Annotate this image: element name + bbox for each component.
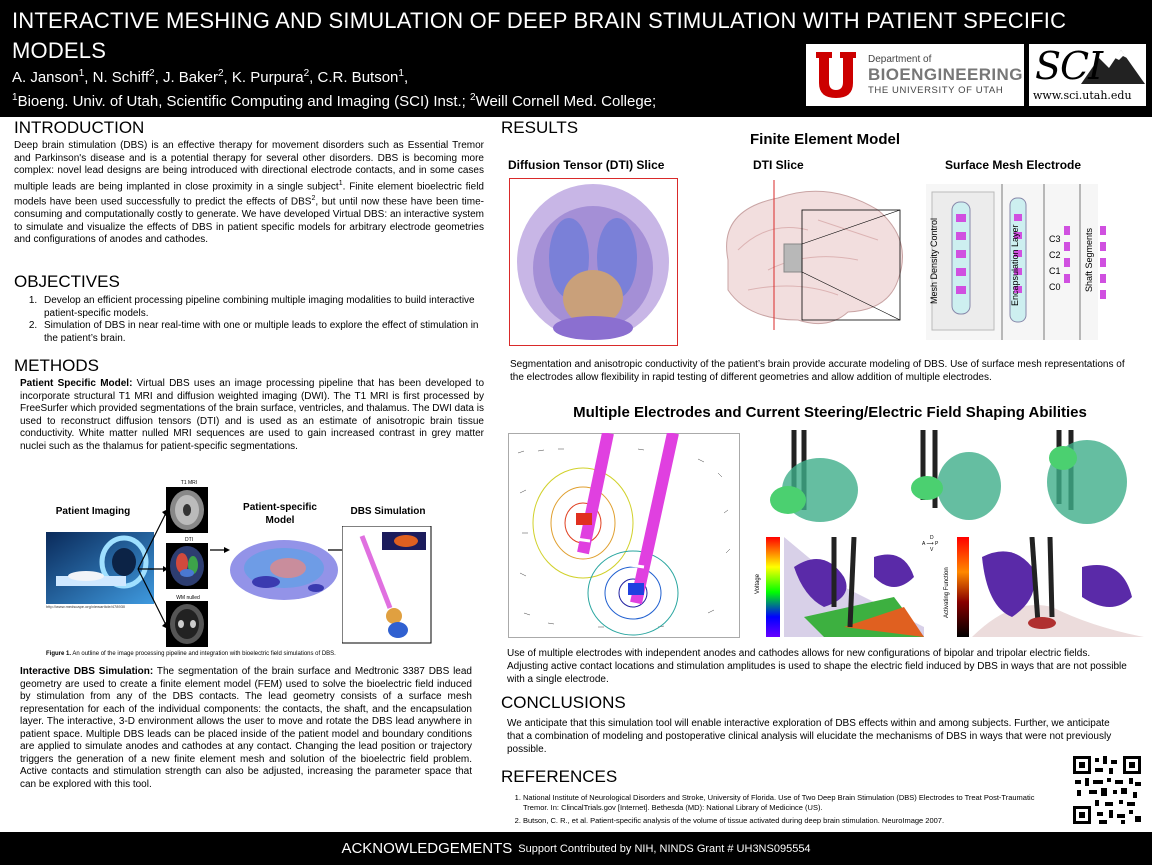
wm-nulled-label: WM nulled	[176, 595, 200, 601]
acknowledgements-text: Support Contributed by NIH, NINDS Grant …	[518, 842, 811, 855]
qr-code-icon[interactable]	[1071, 754, 1143, 826]
patient-imaging-label: Patient Imaging	[55, 506, 131, 517]
contact-labels: C3 C2 C1 C0	[1049, 234, 1061, 292]
introduction-text: Deep brain stimulation (DBS) is an effec…	[14, 140, 484, 246]
voltage-label: Voltage	[755, 573, 761, 594]
activating-function-render	[972, 537, 1144, 637]
voltage-colorbar	[766, 537, 780, 637]
objectives-list: Develop an efficient processing pipeline…	[40, 295, 484, 345]
author: A. Janson	[12, 69, 79, 86]
multi-electrode-caption: Use of multiple electrodes with independ…	[507, 648, 1127, 685]
list-item: National Institute of Neurological Disor…	[523, 793, 1053, 813]
author: N. Schiff	[92, 69, 150, 86]
t1-mri-image	[166, 487, 208, 533]
sci-institute-logo: SCI www.sci.utah.edu	[1029, 44, 1146, 106]
field-shape-panel-3	[1025, 430, 1145, 532]
list-item: Simulation of DBS in near real-time with…	[40, 320, 484, 345]
image-source-url: http://www.medscape.org/viewarticle/4789…	[46, 604, 126, 609]
objectives-section: OBJECTIVES Develop an efficient processi…	[14, 272, 484, 345]
patient-specific-model-label: Patient-specific Model	[243, 502, 317, 526]
mesh-density-label: Mesh Density Control	[929, 217, 939, 304]
block-u-icon	[816, 52, 856, 98]
dti-slice-image	[509, 178, 678, 346]
conclusions-section: CONCLUSIONS We anticipate that this simu…	[501, 693, 1141, 756]
section-heading: OBJECTIVES	[14, 272, 120, 291]
author: C.R. Butson	[317, 69, 399, 86]
multi-electrode-title: Multiple Electrodes and Current Steering…	[573, 404, 1087, 421]
encapsulation-label: Encapsulation Layer	[1010, 224, 1020, 306]
mountain-icon	[1081, 50, 1145, 84]
field-shape-panel-1	[760, 430, 880, 532]
acknowledgements-footer: ACKNOWLEDGEMENTS Support Contributed by …	[0, 832, 1152, 865]
author: K. Purpura	[231, 69, 304, 86]
interactive-simulation-text: Interactive DBS Simulation: The segmenta…	[20, 666, 472, 790]
surface-mesh-electrode-image	[926, 184, 1106, 340]
section-heading: RESULTS	[501, 118, 579, 137]
mri-scanner-image	[46, 532, 154, 604]
references-section: REFERENCES National Institute of Neurolo…	[501, 767, 1061, 829]
results-section: RESULTS	[501, 118, 1146, 138]
wm-nulled-image	[166, 601, 208, 647]
field-vector-plot	[508, 433, 740, 638]
figure-1-caption: Figure 1. An outline of the image proces…	[46, 651, 336, 657]
list-item: Develop an efficient processing pipeline…	[40, 295, 484, 320]
dbs-simulation-image	[342, 526, 432, 644]
section-heading: METHODS	[14, 356, 99, 375]
arrow-icon	[210, 547, 230, 553]
activating-function-label: Activating Function	[944, 567, 950, 618]
author-list: A. Janson1, N. Schiff2, J. Baker2, K. Pu…	[12, 68, 409, 86]
section-heading: CONCLUSIONS	[501, 693, 626, 712]
uofu-bioengineering-logo: Department of BIOENGINEERING THE UNIVERS…	[806, 44, 1024, 106]
list-item: Butson, C. R., et al. Patient-specific a…	[523, 816, 1053, 826]
dti-slice-label: DTI Slice	[753, 158, 804, 172]
voltage-render	[784, 537, 924, 637]
references-list: National Institute of Neurological Disor…	[523, 793, 1053, 826]
fem-caption: Segmentation and anisotropic conductivit…	[510, 359, 1125, 383]
interactive-simulation-section: Interactive DBS Simulation: The segmenta…	[20, 666, 472, 791]
poster-header: INTERACTIVE MESHING AND SIMULATION OF DE…	[0, 0, 1152, 117]
brain-surface-image	[726, 180, 903, 330]
dbs-simulation-label: DBS Simulation	[350, 506, 426, 517]
conclusions-text: We anticipate that this simulation tool …	[507, 718, 1112, 755]
dti-slice-title: Diffusion Tensor (DTI) Slice	[508, 158, 665, 172]
fem-title: Finite Element Model	[749, 131, 900, 148]
introduction-section: INTRODUCTION Deep brain stimulation (DBS…	[14, 118, 484, 247]
poster-title: INTERACTIVE MESHING AND SIMULATION OF DE…	[12, 8, 1067, 63]
field-shape-panel-2	[895, 430, 1015, 532]
shaft-segments-label: Shaft Segments	[1084, 227, 1094, 292]
acknowledgements-heading: ACKNOWLEDGEMENTS	[341, 840, 513, 857]
dti-image	[166, 543, 208, 589]
activating-function-colorbar	[957, 537, 969, 637]
surface-mesh-electrode-title: Surface Mesh Electrode	[945, 158, 1082, 172]
figure-1: Patient Imaging http://www.medscape.org/…	[20, 480, 480, 658]
axis-orientation-icon: D A ⟶ P V	[922, 535, 939, 553]
section-heading: REFERENCES	[501, 767, 618, 786]
methods-section: METHODS Patient Specific Model: Virtual …	[14, 356, 484, 453]
t1-mri-label: T1 MRI	[180, 480, 198, 486]
affiliations: 1Bioeng. Univ. of Utah, Scientific Compu…	[12, 92, 657, 110]
dti-label: DTI	[184, 537, 194, 543]
patient-specific-model-text: Patient Specific Model: Virtual DBS uses…	[20, 378, 485, 452]
patient-model-image	[230, 540, 338, 600]
section-heading: INTRODUCTION	[14, 118, 145, 137]
author: J. Baker	[162, 69, 218, 86]
